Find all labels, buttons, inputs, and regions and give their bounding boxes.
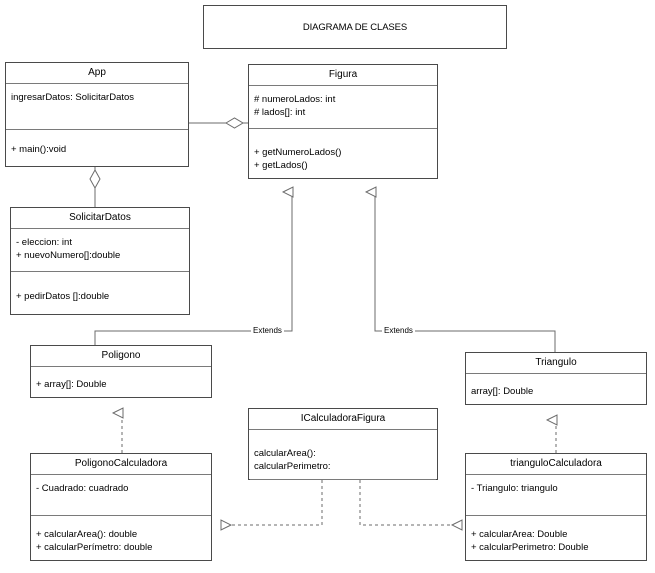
class-operations-app: + main():void xyxy=(6,129,188,167)
class-box-figura[interactable]: Figura # numeroLados: int # lados[]: int… xyxy=(248,64,438,179)
edge-label-extends-left: Extends xyxy=(251,326,284,335)
class-name-icalculadorafigura: ICalculadoraFigura xyxy=(300,413,386,424)
attribute-row: array[]: Double xyxy=(471,386,534,397)
class-name-triangulocalculadora: trianguloCalculadora xyxy=(510,458,602,469)
attribute-row: ingresarDatos: SolicitarDatos xyxy=(11,92,135,103)
class-attributes-triangulo: array[]: Double xyxy=(466,373,646,405)
class-attributes-app: ingresarDatos: SolicitarDatos xyxy=(6,83,188,129)
relation-icalculadora-poligonocalculadora xyxy=(222,480,323,525)
class-attributes-solicitardatos: - eleccion: int + nuevoNumero[]:double xyxy=(11,228,189,271)
class-attributes-triangulocalculadora: - Triangulo: triangulo xyxy=(466,474,646,515)
class-operations-triangulocalculadora: + calcularArea: Double + calcularPerimet… xyxy=(466,515,646,561)
class-name-triangulo: Triangulo xyxy=(535,357,577,368)
class-operations-icalculadorafigura: calcularArea(): calcularPerimetro: xyxy=(249,429,437,479)
attribute-row: # numeroLados: int xyxy=(254,94,336,105)
class-operations-solicitardatos: + pedirDatos []:double xyxy=(11,271,189,315)
operation-row: calcularPerimetro: xyxy=(254,461,331,472)
operation-row: + getLados() xyxy=(254,160,308,171)
class-name-poligonocalculadora: PoligonoCalculadora xyxy=(74,458,168,469)
attribute-row: + array[]: Double xyxy=(36,379,107,390)
class-operations-figura: + getNumeroLados() + getLados() xyxy=(249,128,437,179)
attribute-row: + nuevoNumero[]:double xyxy=(16,250,121,261)
operation-row: + getNumeroLados() xyxy=(254,147,342,158)
relation-poligono-figura xyxy=(94,192,292,348)
attribute-row: # lados[]: int xyxy=(254,107,306,118)
class-attributes-poligonocalculadora: - Cuadrado: cuadrado xyxy=(31,474,211,515)
class-box-triangulo[interactable]: Triangulo array[]: Double xyxy=(465,352,647,405)
class-name-poligono: Poligono xyxy=(101,350,141,361)
relation-triangulo-figura xyxy=(375,192,556,355)
relation-icalculadora-triangulocalculadora xyxy=(359,480,461,525)
operation-row: + calcularArea: Double xyxy=(471,529,568,540)
aggregation-diamond-figura xyxy=(225,117,244,129)
diagram-title-box: DIAGRAMA DE CLASES xyxy=(203,5,507,49)
class-box-poligono[interactable]: Poligono + array[]: Double xyxy=(30,345,212,398)
class-box-poligonocalculadora[interactable]: PoligonoCalculadora - Cuadrado: cuadrado… xyxy=(30,453,212,561)
class-name-solicitardatos: SolicitarDatos xyxy=(69,212,131,223)
relation-app-figura xyxy=(189,117,248,129)
operation-row: calcularArea(): xyxy=(254,448,316,459)
operation-row: + calcularPerímetro: double xyxy=(36,542,153,553)
class-box-solicitardatos[interactable]: SolicitarDatos - eleccion: int + nuevoNu… xyxy=(10,207,190,315)
edge-label-extends-right: Extends xyxy=(382,326,415,335)
aggregation-diamond-solicitardatos xyxy=(89,168,101,190)
diagram-title-text: DIAGRAMA DE CLASES xyxy=(302,21,408,33)
class-name-app: App xyxy=(88,67,106,78)
attribute-row: - Triangulo: triangulo xyxy=(471,483,558,494)
operation-row: + main():void xyxy=(11,144,67,155)
class-operations-poligonocalculadora: + calcularArea(): double + calcularPerím… xyxy=(31,515,211,561)
class-box-icalculadorafigura[interactable]: ICalculadoraFigura calcularArea(): calcu… xyxy=(248,408,438,480)
attribute-row: - Cuadrado: cuadrado xyxy=(36,483,129,494)
operation-row: + pedirDatos []:double xyxy=(16,291,110,302)
class-attributes-poligono: + array[]: Double xyxy=(31,366,211,398)
class-box-app[interactable]: App ingresarDatos: SolicitarDatos + main… xyxy=(5,62,189,167)
relation-app-solicitardatos xyxy=(89,167,101,207)
class-name-figura: Figura xyxy=(328,69,358,80)
class-box-triangulocalculadora[interactable]: trianguloCalculadora - Triangulo: triang… xyxy=(465,453,647,561)
attribute-row: - eleccion: int xyxy=(16,237,72,248)
operation-row: + calcularPerimetro: Double xyxy=(471,542,589,553)
class-attributes-figura: # numeroLados: int # lados[]: int xyxy=(249,85,437,128)
operation-row: + calcularArea(): double xyxy=(36,529,138,540)
